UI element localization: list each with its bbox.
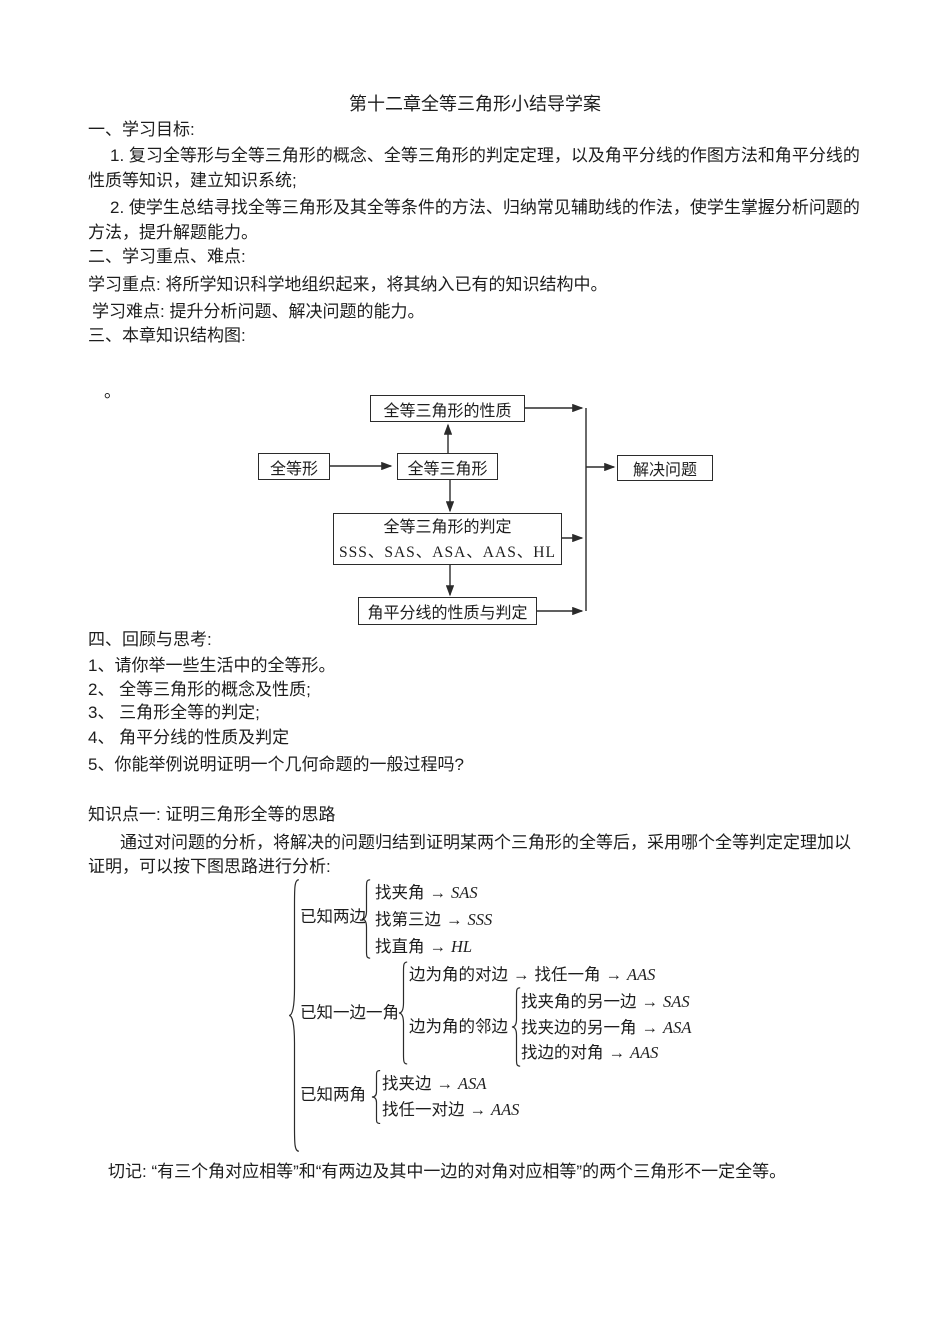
side-angle-label: 已知一边一角 xyxy=(300,1003,399,1022)
flowchart-connectors xyxy=(330,403,616,616)
two-sides-label: 已知两边 xyxy=(300,907,366,926)
side-angle-brace xyxy=(398,961,409,1065)
two-angles-brace xyxy=(371,1070,382,1124)
arrow-glyph: → xyxy=(429,883,447,902)
tree-item: 找夹角→SAS xyxy=(375,883,478,902)
tree-item: 找夹边的另一角→ASA xyxy=(521,1018,692,1037)
arrow-glyph: → xyxy=(469,1100,487,1119)
arrow-glyph: → xyxy=(641,1018,659,1037)
tree-item: 找第三边→SSS xyxy=(375,910,493,929)
flowchart-box-congruent-triangles: 全等三角形 xyxy=(397,453,498,480)
heading-goals: 一、学习目标: xyxy=(88,120,195,139)
flowchart-box-solve-problems: 解决问题 xyxy=(617,455,713,481)
tree-item: 找直角→HL xyxy=(375,937,473,956)
heading-key-points: 二、学习重点、难点: xyxy=(88,247,246,266)
heading-structure-chart: 三、本章知识结构图: xyxy=(88,326,246,345)
adjacent-side-label: 边为角的邻边 xyxy=(409,1017,508,1036)
arrow-glyph: → xyxy=(605,965,623,984)
review-item-4: 4、 角平分线的性质及判定 xyxy=(88,728,290,747)
arrow-glyph: → xyxy=(608,1043,626,1062)
tree-item: 找边的对角→AAS xyxy=(521,1043,659,1062)
flowchart-box-properties: 全等三角形的性质 xyxy=(370,395,525,422)
goal-2-line-2: 方法，提升解题能力。 xyxy=(88,223,258,242)
remember-note: 切记: “有三个角对应相等”和“有两边及其中一边的对角对应相等”的两个三角形不一… xyxy=(108,1162,787,1181)
tree-item: 边为角的对边→找任一角→AAS xyxy=(409,965,656,984)
heading-knowledge-point-1: 知识点一: 证明三角形全等的思路 xyxy=(88,805,336,824)
page-title: 第十二章全等三角形小结导学案 xyxy=(349,94,601,114)
kp1-paragraph-line-2: 证明，可以按下图思路进行分析: xyxy=(88,857,331,876)
review-item-5: 5、你能举例说明证明一个几何命题的一般过程吗? xyxy=(88,755,464,774)
two-sides-brace xyxy=(361,879,372,959)
flowchart-box-angle-bisector: 角平分线的性质与判定 xyxy=(358,597,537,625)
tree-item: 找夹角的另一边→SAS xyxy=(521,992,690,1011)
adjacent-side-brace xyxy=(511,987,522,1067)
review-item-3: 3、 三角形全等的判定; xyxy=(88,703,260,722)
arrow-glyph: → xyxy=(446,910,463,929)
difficulty-line: 学习难点: 提升分析问题、解决问题的能力。 xyxy=(92,302,425,321)
outer-brace xyxy=(288,877,301,1154)
flowchart-box-congruent-shapes: 全等形 xyxy=(258,453,330,480)
key-focus-line: 学习重点: 将所学知识科学地组织起来，将其纳入已有的知识结构中。 xyxy=(88,275,608,294)
review-item-1: 1、请你举一些生活中的全等形。 xyxy=(88,656,336,675)
tree-item: 找夹边→ASA xyxy=(382,1074,487,1093)
review-item-2: 2、 全等三角形的概念及性质; xyxy=(88,680,311,699)
arrow-glyph: → xyxy=(436,1074,454,1093)
kp1-paragraph-line-1: 通过对问题的分析，将解决的问题归结到证明某两个三角形的全等后，采用哪个全等判定定… xyxy=(120,833,851,852)
goal-1-line-2: 性质等知识，建立知识系统; xyxy=(88,171,297,190)
arrow-glyph: → xyxy=(429,937,447,956)
arrow-glyph: → xyxy=(641,992,659,1011)
goal-1-line-1: 1. 复习全等形与全等三角形的概念、全等三角形的判定定理，以及角平分线的作图方法… xyxy=(110,146,860,165)
arrow-glyph: → xyxy=(513,965,530,984)
two-angles-label: 已知两角 xyxy=(300,1085,366,1104)
goal-2-line-1: 2. 使学生总结寻找全等三角形及其全等条件的方法、归纳常见辅助线的作法，使学生掌… xyxy=(110,198,860,217)
judgment-box-title: 全等三角形的判定 xyxy=(383,519,512,536)
judgment-box-methods: SSS、SAS、ASA、AAS、HL xyxy=(339,544,556,561)
stray-period: 。 xyxy=(104,382,121,401)
heading-review: 四、回顾与思考: xyxy=(88,630,212,649)
flowchart-box-judgment: 全等三角形的判定 SSS、SAS、ASA、AAS、HL xyxy=(333,513,562,565)
tree-item: 找任一对边→AAS xyxy=(382,1100,520,1119)
